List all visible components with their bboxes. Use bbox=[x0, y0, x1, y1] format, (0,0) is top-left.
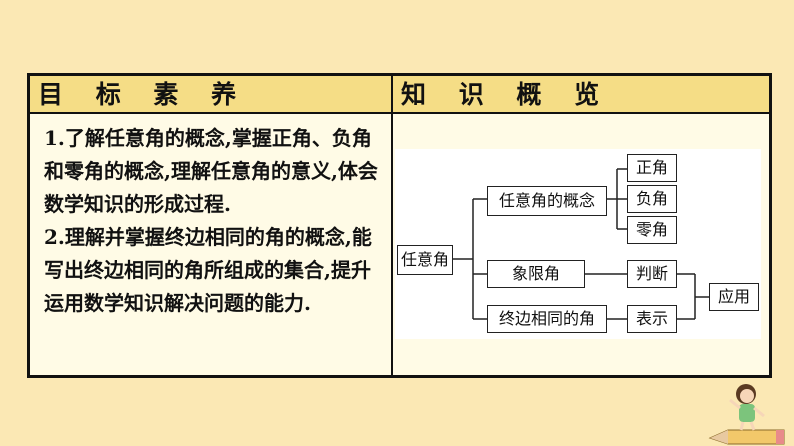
diagram-connectors bbox=[453, 168, 709, 320]
content-table: 目 标 素 养 知 识 概 览 1.了解任意角的概念,掌握正角、负角和零角的概念… bbox=[27, 73, 772, 378]
overview-header: 知 识 概 览 bbox=[393, 76, 769, 114]
node-root: 任意角 bbox=[397, 245, 453, 275]
node-positive-angle: 正角 bbox=[627, 154, 677, 182]
goals-text: 1.了解任意角的概念,掌握正角、负角和零角的概念,理解任意角的意义,体会数学知识… bbox=[44, 122, 379, 320]
node-negative-angle: 负角 bbox=[627, 185, 677, 213]
overview-cell: 任意角 任意角的概念 正角 负角 零角 象限角 判断 终边相同的角 表示 应用 bbox=[393, 114, 769, 375]
goals-header: 目 标 素 养 bbox=[30, 76, 393, 114]
node-coterminal-angle: 终边相同的角 bbox=[487, 305, 607, 333]
node-quadrant-angle: 象限角 bbox=[487, 260, 585, 288]
node-apply: 应用 bbox=[709, 283, 759, 311]
goals-cell: 1.了解任意角的概念,掌握正角、负角和零角的概念,理解任意角的意义,体会数学知识… bbox=[30, 114, 393, 375]
goal-item-1: 1.了解任意角的概念,掌握正角、负角和零角的概念,理解任意角的意义,体会数学知识… bbox=[44, 126, 378, 216]
node-concept: 任意角的概念 bbox=[487, 186, 607, 216]
node-zero-angle: 零角 bbox=[627, 216, 677, 244]
knowledge-diagram: 任意角 任意角的概念 正角 负角 零角 象限角 判断 终边相同的角 表示 应用 bbox=[395, 149, 761, 339]
node-judge: 判断 bbox=[627, 260, 677, 288]
node-express: 表示 bbox=[627, 305, 677, 333]
goal-item-2: 2.理解并掌握终边相同的角的概念,能写出终边相同的角所组成的集合,提升运用数学知… bbox=[44, 225, 372, 315]
girl-on-pencil-illustration bbox=[708, 384, 785, 445]
